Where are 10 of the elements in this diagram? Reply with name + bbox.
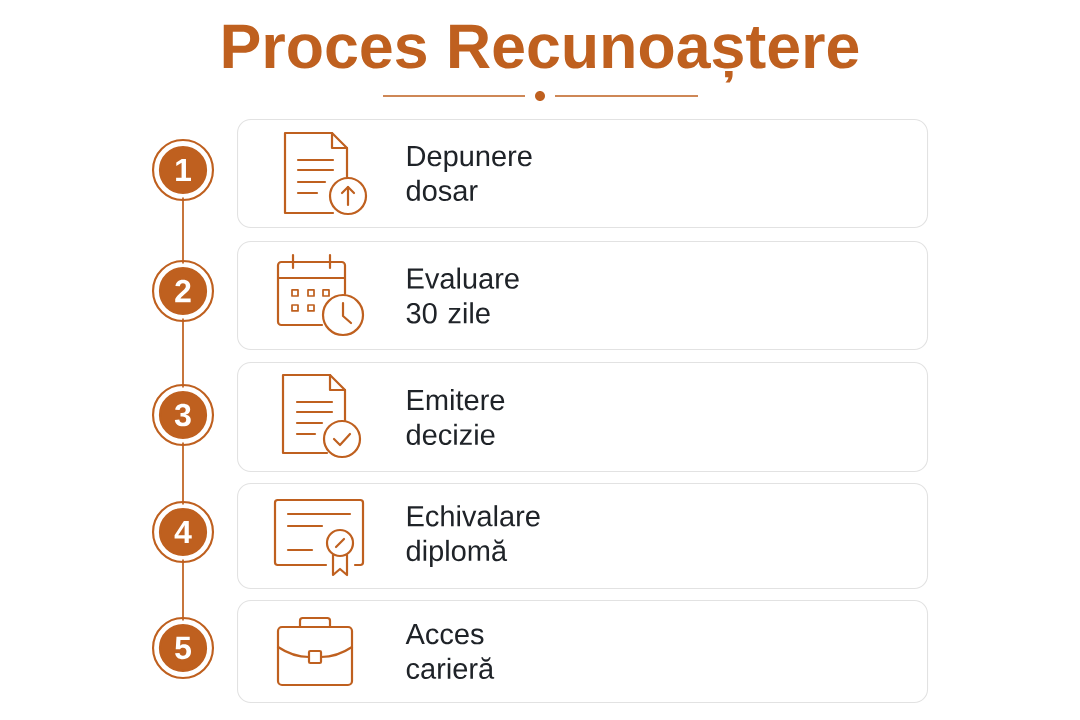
connector-line xyxy=(182,317,184,389)
connector-line xyxy=(182,196,184,265)
step-card: Echivalare diplomă xyxy=(237,483,929,590)
step-card: Emitere decizie xyxy=(237,362,929,473)
step-card: Evaluare 30 zile xyxy=(237,241,929,351)
step-card: Acces carieră xyxy=(237,600,929,704)
connector-line xyxy=(182,558,184,622)
title: Proces Recunoaștere xyxy=(223,24,859,83)
connector-line xyxy=(182,441,184,506)
step-card: Depunere dosar xyxy=(237,119,929,229)
